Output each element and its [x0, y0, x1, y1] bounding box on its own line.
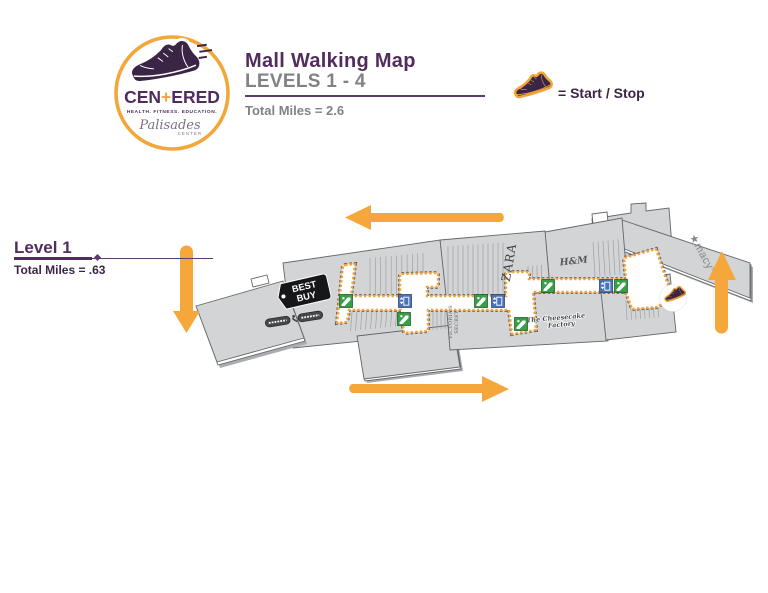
start-stop-marker [659, 283, 692, 312]
small-store-logo [264, 310, 324, 328]
level-title: Level 1 [14, 238, 72, 257]
page-subtitle: LEVELS 1 - 4 [245, 71, 366, 92]
escalator-icon [614, 279, 628, 293]
level-underline-bold [14, 257, 92, 260]
level-underline-thin [92, 258, 213, 259]
arrow-down-icon [173, 245, 200, 333]
elevator-icon [491, 294, 505, 308]
zara-label: ZARA [499, 242, 520, 283]
elevator-icon [398, 294, 412, 308]
centered-logo: CEN+ERED HEALTH. FITNESS. EDUCATION. Pal… [114, 35, 230, 151]
elevator-icon [599, 279, 613, 293]
escalator-icon [474, 294, 488, 308]
mall-buildings [195, 202, 753, 383]
svg-text:BUY: BUY [296, 289, 318, 303]
logo-script: Palisades [138, 118, 201, 133]
arrow-up-icon [708, 251, 736, 334]
escalator-icon [339, 294, 353, 308]
title-divider [245, 95, 485, 97]
logo-tagline: HEALTH. FITNESS. EDUCATION. [127, 109, 217, 115]
escalator-icon [514, 317, 528, 331]
victorias-secret-label2: SECRET [454, 310, 460, 334]
direction-arrows [173, 205, 736, 402]
legend-start-stop-label: = Start / Stop [558, 85, 645, 101]
best-buy-logo: BEST BUY [277, 273, 332, 310]
hm-label: H&M [558, 255, 589, 269]
victorias-secret-label: VICTORIA'S [448, 305, 454, 340]
sneaker-legend-icon [511, 68, 562, 99]
logo-wordmark: CEN+ERED [124, 87, 220, 107]
arrow-left-icon [345, 205, 504, 230]
svg-text:Factory: Factory [547, 319, 577, 330]
total-miles-label: Total Miles = 2.6 [245, 103, 345, 118]
escalator-icon [541, 279, 555, 293]
logo-script-sub: CENTER [178, 131, 202, 136]
level-total-miles: Total Miles = .63 [14, 263, 106, 277]
escalator-icon [397, 312, 411, 326]
page-title: Mall Walking Map [245, 50, 416, 72]
logo-ring [114, 35, 230, 151]
arrow-right-icon [349, 376, 509, 402]
cheesecake-factory-logo: The Cheesecake Factory [526, 311, 587, 331]
